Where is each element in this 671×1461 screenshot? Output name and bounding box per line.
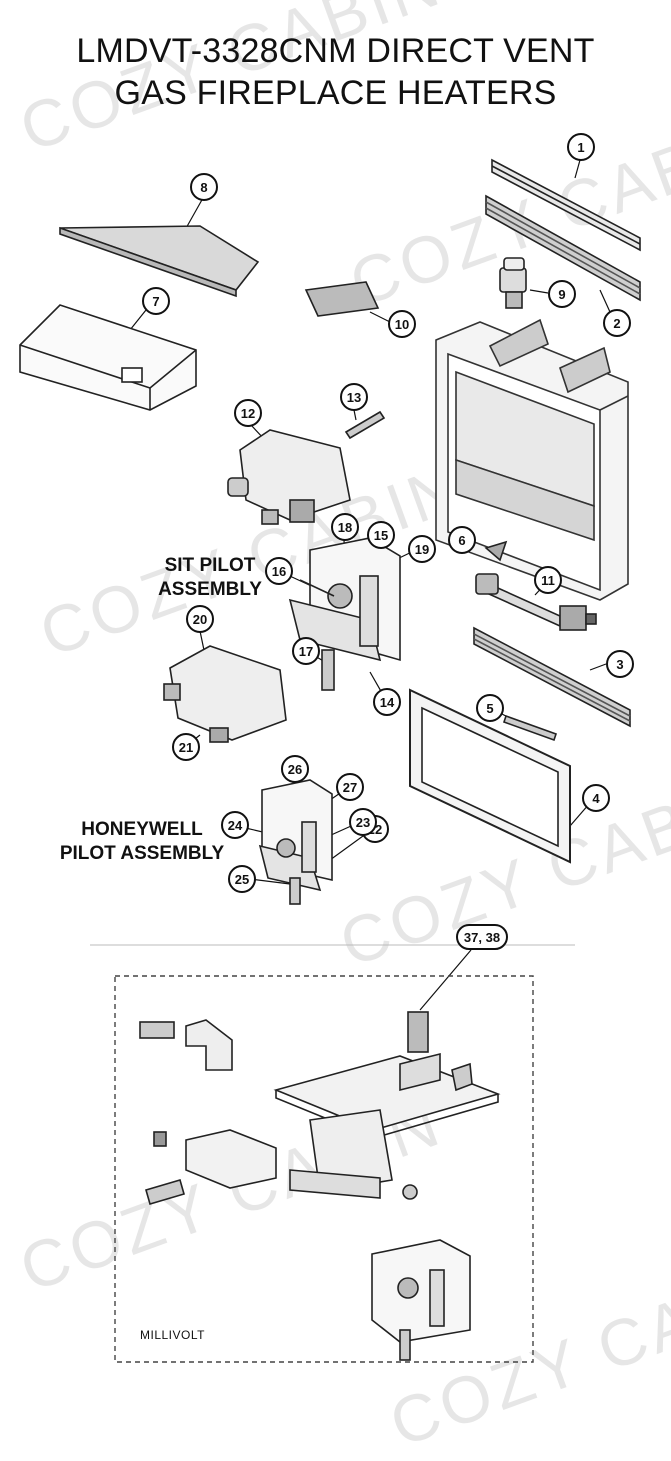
callout-17: 17 (292, 637, 320, 665)
callout-37-38: 37, 38 (456, 924, 508, 950)
millivolt-kit-box (114, 975, 534, 1363)
callout-5: 5 (476, 694, 504, 722)
callout-13: 13 (340, 383, 368, 411)
part-12-gas-valve (227, 429, 351, 525)
callout-25: 25 (228, 865, 256, 893)
part-20-gas-valve (163, 645, 287, 743)
callout-26: 26 (281, 755, 309, 783)
honeywell-pilot-assembly-label: HONEYWELL PILOT ASSEMBLY (44, 818, 240, 866)
callout-8: 8 (190, 173, 218, 201)
sit-pilot-assembly-label: SIT PILOT ASSEMBLY (148, 554, 272, 602)
callout-6: 6 (448, 526, 476, 554)
page-title-line1: LMDVT-3328CNM DIRECT VENT (76, 32, 595, 70)
honeywell-label-text: HONEYWELL PILOT ASSEMBLY (59, 819, 225, 864)
part-1-top-trim (491, 158, 641, 252)
callout-16: 16 (265, 557, 293, 585)
callout-2: 2 (603, 309, 631, 337)
callout-3: 3 (606, 650, 634, 678)
part-7-cover (19, 304, 197, 411)
callout-15: 15 (367, 521, 395, 549)
firebox (435, 318, 629, 601)
sit-pilot-bracket (288, 537, 401, 691)
part-11-pipe (475, 573, 597, 631)
part-2-louver (485, 194, 641, 302)
part-6-valve (484, 540, 508, 562)
callout-11: 11 (534, 566, 562, 594)
callout-21: 21 (172, 733, 200, 761)
callout-12: 12 (234, 399, 262, 427)
sit-pilot-label-text: SIT PILOT ASSEMBLY (158, 555, 262, 600)
callout-10: 10 (388, 310, 416, 338)
callout-7: 7 (142, 287, 170, 315)
part-9-fitting (499, 257, 527, 309)
part-5-igniter (502, 714, 558, 742)
part-10-pad (304, 281, 380, 317)
honeywell-pilot-bracket (258, 779, 333, 905)
callout-20: 20 (186, 605, 214, 633)
page-title-line2: GAS FIREPLACE HEATERS (114, 74, 557, 112)
callout-1: 1 (567, 133, 595, 161)
part-3-louver (473, 626, 631, 728)
callout-9: 9 (548, 280, 576, 308)
callout-18: 18 (331, 513, 359, 541)
callout-4: 4 (582, 784, 610, 812)
millivolt-label: MILLIVOLT (140, 1328, 205, 1342)
callout-19: 19 (408, 535, 436, 563)
parts-diagram (19, 158, 641, 1363)
millivolt-parts (139, 1011, 501, 1361)
part-13-thermo (344, 410, 386, 440)
callout-24: 24 (221, 811, 249, 839)
part-8-plate (59, 225, 260, 298)
part-4-glass-frame (409, 688, 571, 864)
callout-23: 23 (349, 808, 377, 836)
callout-27: 27 (336, 773, 364, 801)
callout-14: 14 (373, 688, 401, 716)
